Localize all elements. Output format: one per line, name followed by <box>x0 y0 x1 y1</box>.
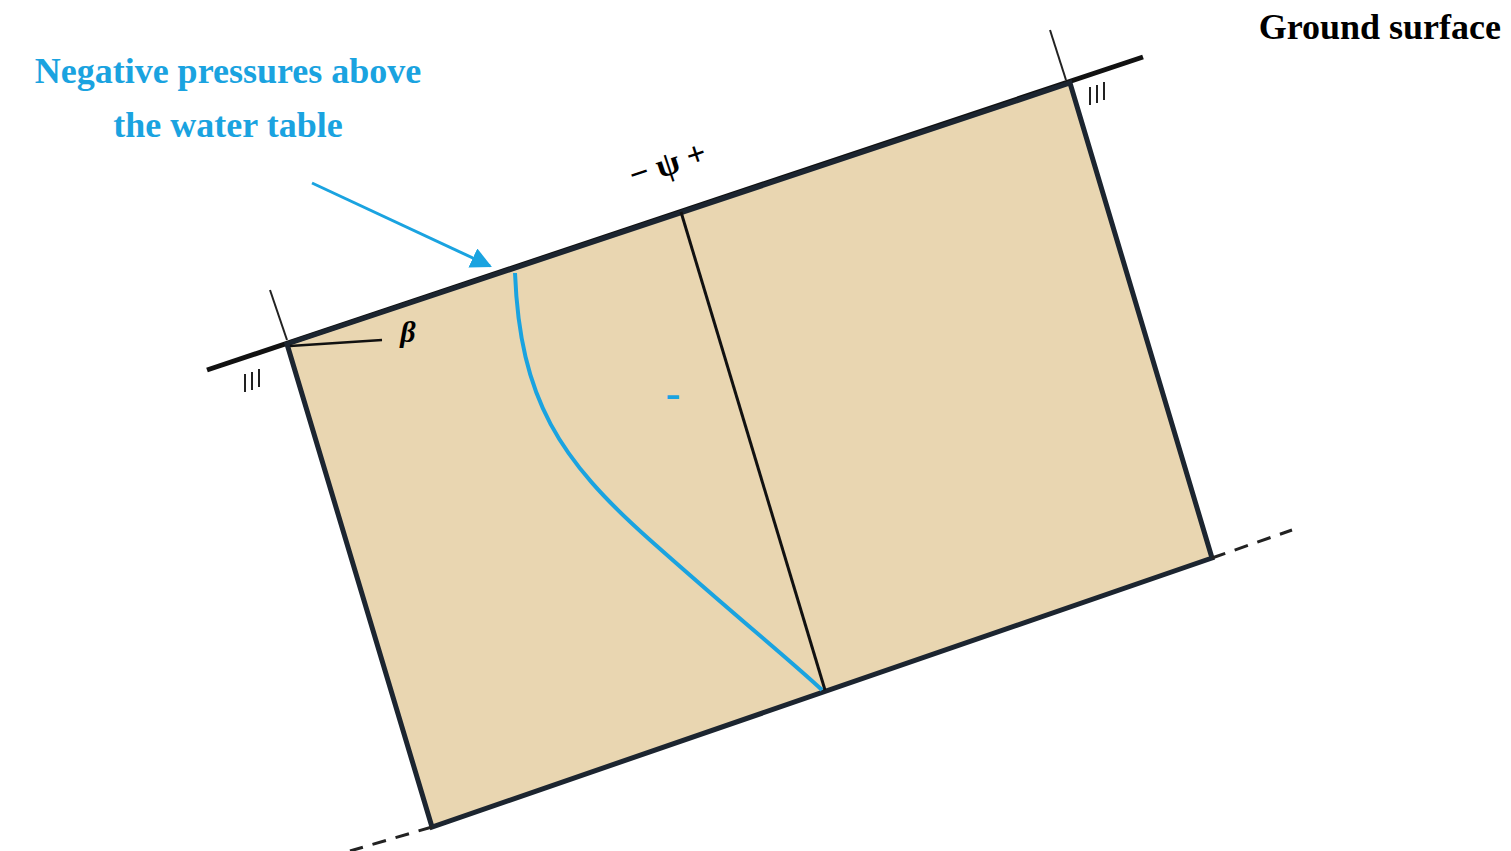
ground-hatch <box>245 369 259 392</box>
hatch-line <box>258 369 260 387</box>
soil-block-fill <box>287 83 1212 827</box>
angle-label: β <box>400 315 415 349</box>
sign-label: - <box>666 368 681 419</box>
zero-pressure-axis <box>681 212 825 690</box>
base-extension-dashed <box>350 827 432 851</box>
section-tick <box>1050 30 1066 80</box>
ground-surface-label: Ground surface <box>1259 6 1501 48</box>
hatch-line <box>1096 85 1098 103</box>
axis-label: − ψ + <box>624 133 711 194</box>
callout-leader <box>312 183 490 266</box>
soil-block-outline <box>287 83 1212 827</box>
section-tick <box>270 290 287 340</box>
callout-label: Negative pressures above the water table <box>8 44 448 152</box>
hatch-line <box>1089 87 1091 105</box>
pressure-head-curve <box>515 273 822 690</box>
base-extension-dashed <box>1212 530 1292 558</box>
hatch-line <box>1103 82 1105 100</box>
hatch-line <box>251 372 253 390</box>
ground-hatch <box>1090 82 1104 105</box>
hatch-line <box>244 374 246 392</box>
angle-leader <box>290 340 382 346</box>
